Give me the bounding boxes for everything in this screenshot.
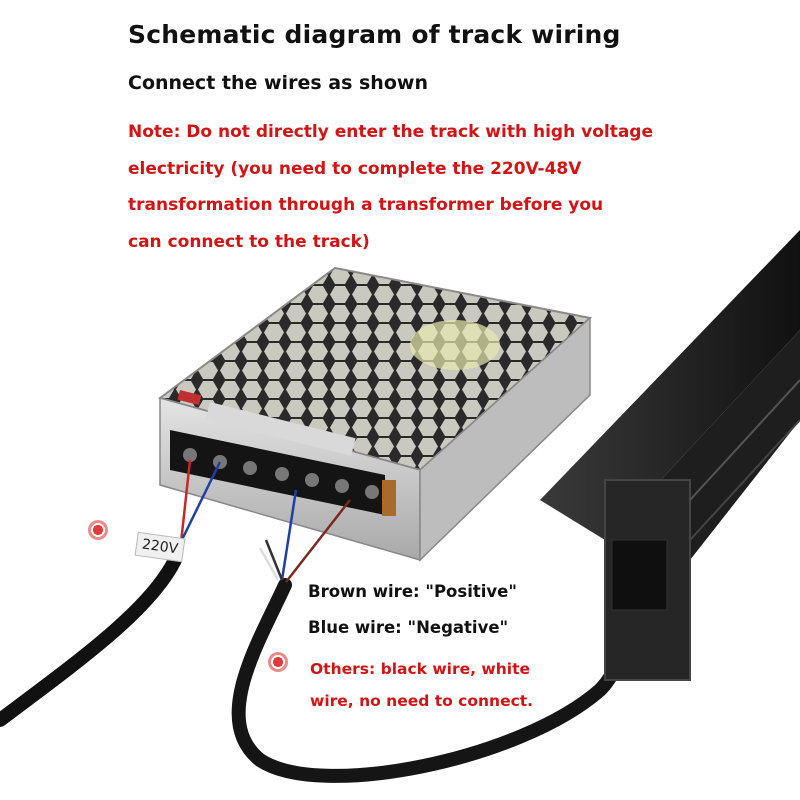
power-supply bbox=[157, 266, 593, 562]
terminal-block bbox=[170, 430, 396, 516]
blue-wire-label: Blue wire: "Negative" bbox=[308, 618, 509, 637]
input-marker-icon bbox=[88, 520, 108, 540]
others-marker-icon bbox=[268, 652, 288, 672]
brown-wire-label: Brown wire: "Positive" bbox=[308, 582, 517, 601]
page-subtitle: Connect the wires as shown bbox=[128, 72, 428, 94]
note-line: can connect to the track) bbox=[128, 231, 370, 252]
note-line: Note: Do not directly enter the track wi… bbox=[128, 122, 653, 142]
input-cable bbox=[0, 459, 222, 727]
track-rail bbox=[540, 230, 800, 681]
others-note-line2: wire, no need to connect. bbox=[310, 692, 534, 710]
note-line: transformation through a transformer bef… bbox=[128, 195, 604, 215]
others-note-line1: Others: black wire, white bbox=[310, 660, 531, 678]
warning-note: Note: Do not directly enter the track wi… bbox=[128, 114, 653, 260]
page-title: Schematic diagram of track wiring bbox=[128, 20, 621, 49]
note-line: electricity (you need to complete the 22… bbox=[128, 158, 582, 179]
